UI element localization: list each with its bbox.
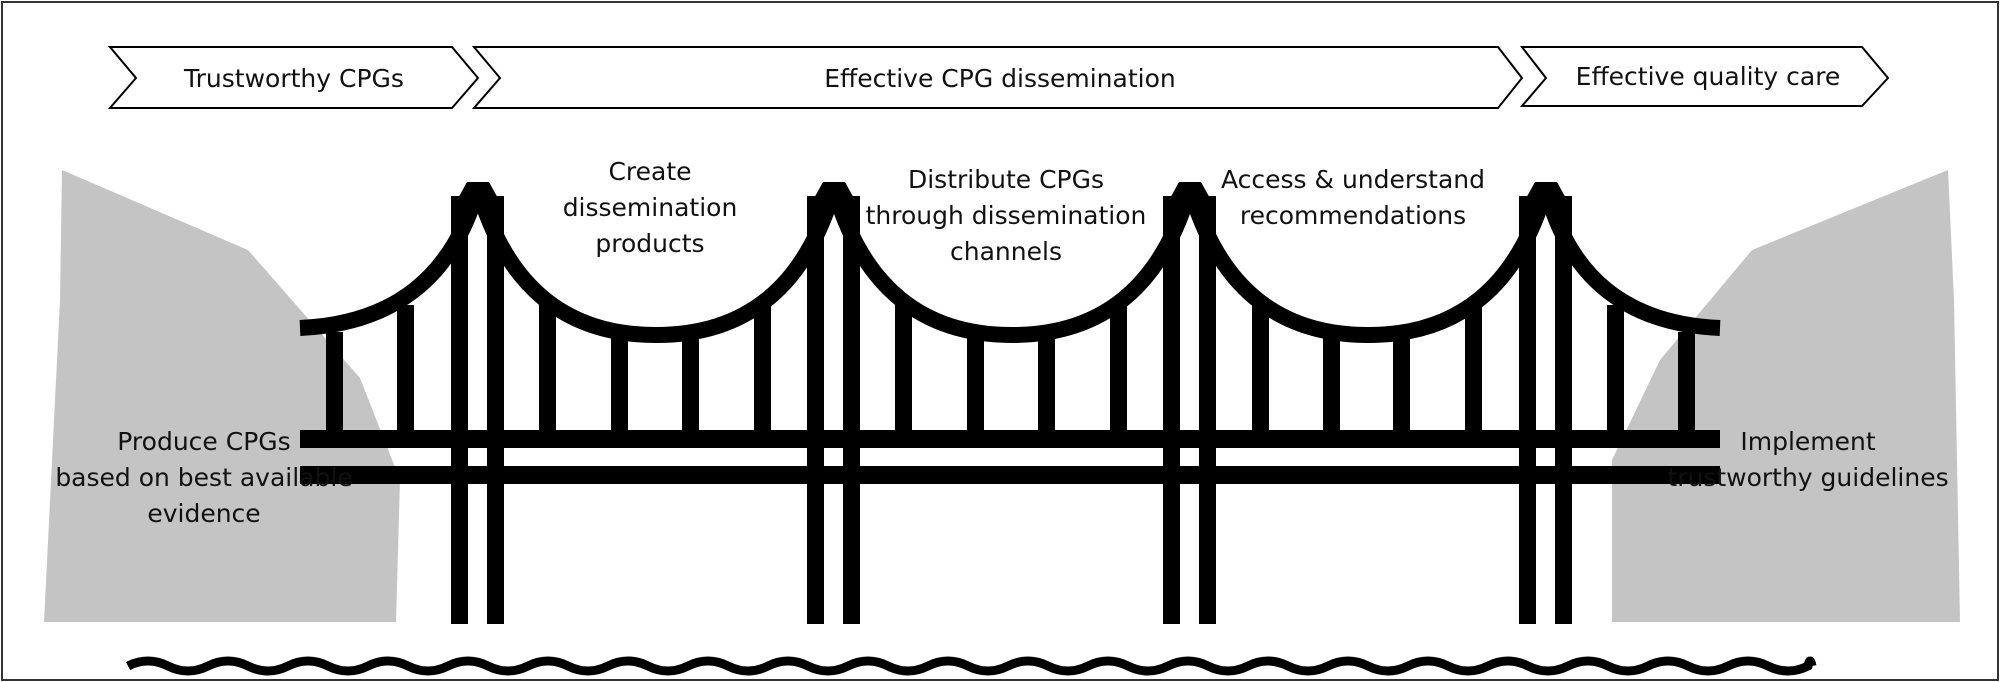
stage-arrow-effective-dissemination bbox=[471, 46, 1524, 109]
tower-4 bbox=[1519, 182, 1572, 624]
left-cliff-line: Produce CPGs bbox=[117, 427, 290, 456]
span-label-line: dissemination bbox=[563, 193, 738, 222]
bridge-deck bbox=[300, 430, 1720, 484]
span-label-line: Create bbox=[608, 157, 691, 186]
tower-3 bbox=[1163, 182, 1216, 624]
tower-2 bbox=[807, 182, 860, 624]
span-label-line: Access & understand bbox=[1221, 165, 1485, 194]
span-label-distribute: Distribute CPGs through dissemination ch… bbox=[866, 165, 1147, 266]
tower-1 bbox=[451, 182, 504, 624]
bridge bbox=[299, 182, 1721, 624]
span-label-line: through dissemination bbox=[866, 201, 1147, 230]
span-label-access: Access & understand recommendations bbox=[1221, 165, 1485, 230]
span-label-line: products bbox=[595, 229, 704, 258]
right-cliff-label: Implement trustworthy guidelines bbox=[1667, 427, 1948, 492]
span-label-create: Create dissemination products bbox=[563, 157, 738, 258]
span-label-line: channels bbox=[950, 237, 1062, 266]
left-cliff-label: Produce CPGs based on best available evi… bbox=[55, 427, 352, 528]
stage-arrow-trustworthy-cpgs bbox=[107, 46, 480, 109]
right-cliff bbox=[1612, 170, 1960, 622]
stage-label-effective-quality-care: Effective quality care bbox=[1576, 62, 1841, 91]
right-cliff-line: trustworthy guidelines bbox=[1667, 463, 1948, 492]
stage-arrow-effective-quality-care bbox=[1519, 46, 1890, 107]
span-label-line: Distribute CPGs bbox=[908, 165, 1104, 194]
left-cliff-line: evidence bbox=[147, 499, 260, 528]
water-wave bbox=[125, 656, 1817, 676]
stage-arrows: Trustworthy CPGs Effective CPG dissemina… bbox=[107, 46, 1890, 109]
left-cliff-line: based on best available bbox=[55, 463, 352, 492]
bridge-hangers bbox=[326, 302, 1695, 430]
left-cliff bbox=[44, 170, 400, 622]
right-cliff-line: Implement bbox=[1740, 427, 1876, 456]
bridge-towers bbox=[451, 182, 1572, 624]
span-label-line: recommendations bbox=[1240, 201, 1466, 230]
stage-label-effective-dissemination: Effective CPG dissemination bbox=[824, 64, 1175, 93]
stage-label-trustworthy-cpgs: Trustworthy CPGs bbox=[183, 64, 404, 93]
